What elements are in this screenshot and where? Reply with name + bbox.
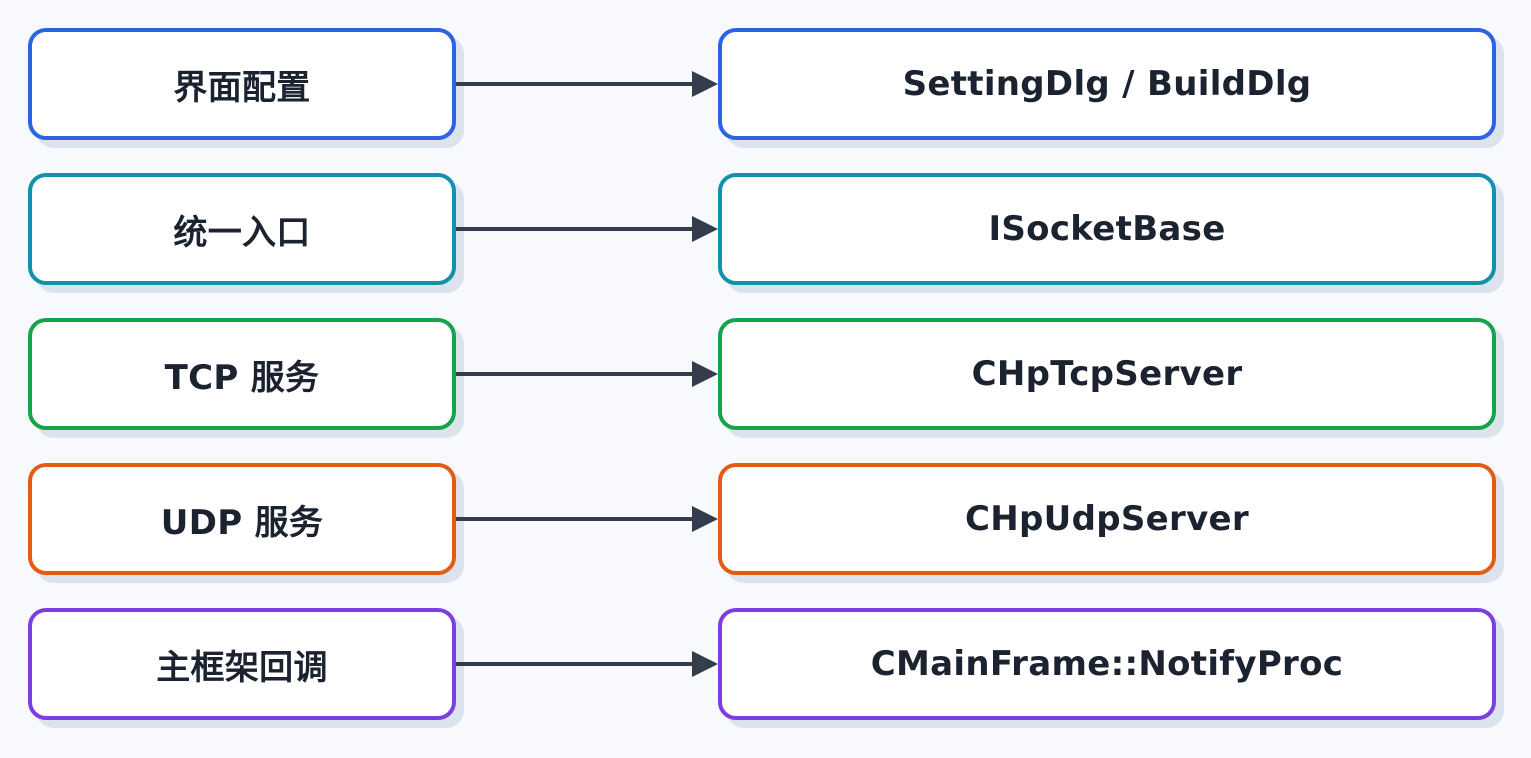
arrow-head: [692, 651, 718, 677]
arrow-head: [692, 71, 718, 97]
right-box-setting-build-dlg: SettingDlg / BuildDlg: [718, 28, 1496, 140]
left-box-label: 界面配置: [173, 67, 311, 108]
arrow-head: [692, 216, 718, 242]
mapping-row-unified-entry: 统一入口 ISocketBase: [0, 173, 1531, 285]
arrow-connector: [456, 506, 718, 532]
left-box-label: TCP 服务: [164, 357, 320, 398]
left-box-ui-config: 界面配置: [28, 28, 456, 140]
right-box-label: CHpTcpServer: [971, 354, 1243, 394]
arrow-connector: [456, 651, 718, 677]
mapping-row-ui-config: 界面配置 SettingDlg / BuildDlg: [0, 28, 1531, 140]
right-box-chptcpserver: CHpTcpServer: [718, 318, 1496, 430]
mapping-row-tcp-service: TCP 服务 CHpTcpServer: [0, 318, 1531, 430]
arrow-head: [692, 506, 718, 532]
right-box-label: ISocketBase: [988, 209, 1226, 249]
mapping-row-mainframe-callback: 主框架回调 CMainFrame::NotifyProc: [0, 608, 1531, 720]
left-box-unified-entry: 统一入口: [28, 173, 456, 285]
arrow-connector: [456, 71, 718, 97]
right-box-label: SettingDlg / BuildDlg: [902, 64, 1312, 104]
left-box-label: 主框架回调: [156, 647, 328, 688]
right-box-label: CMainFrame::NotifyProc: [870, 644, 1344, 684]
arrow-connector: [456, 361, 718, 387]
right-box-isocketbase: ISocketBase: [718, 173, 1496, 285]
right-box-label: CHpUdpServer: [965, 499, 1249, 539]
left-box-tcp-service: TCP 服务: [28, 318, 456, 430]
left-box-label: UDP 服务: [160, 502, 324, 543]
right-box-chpudpserver: CHpUdpServer: [718, 463, 1496, 575]
left-box-label: 统一入口: [173, 212, 311, 253]
left-box-udp-service: UDP 服务: [28, 463, 456, 575]
mapping-row-udp-service: UDP 服务 CHpUdpServer: [0, 463, 1531, 575]
left-box-mainframe-callback: 主框架回调: [28, 608, 456, 720]
right-box-notifyproc: CMainFrame::NotifyProc: [718, 608, 1496, 720]
arrow-connector: [456, 216, 718, 242]
arrow-head: [692, 361, 718, 387]
